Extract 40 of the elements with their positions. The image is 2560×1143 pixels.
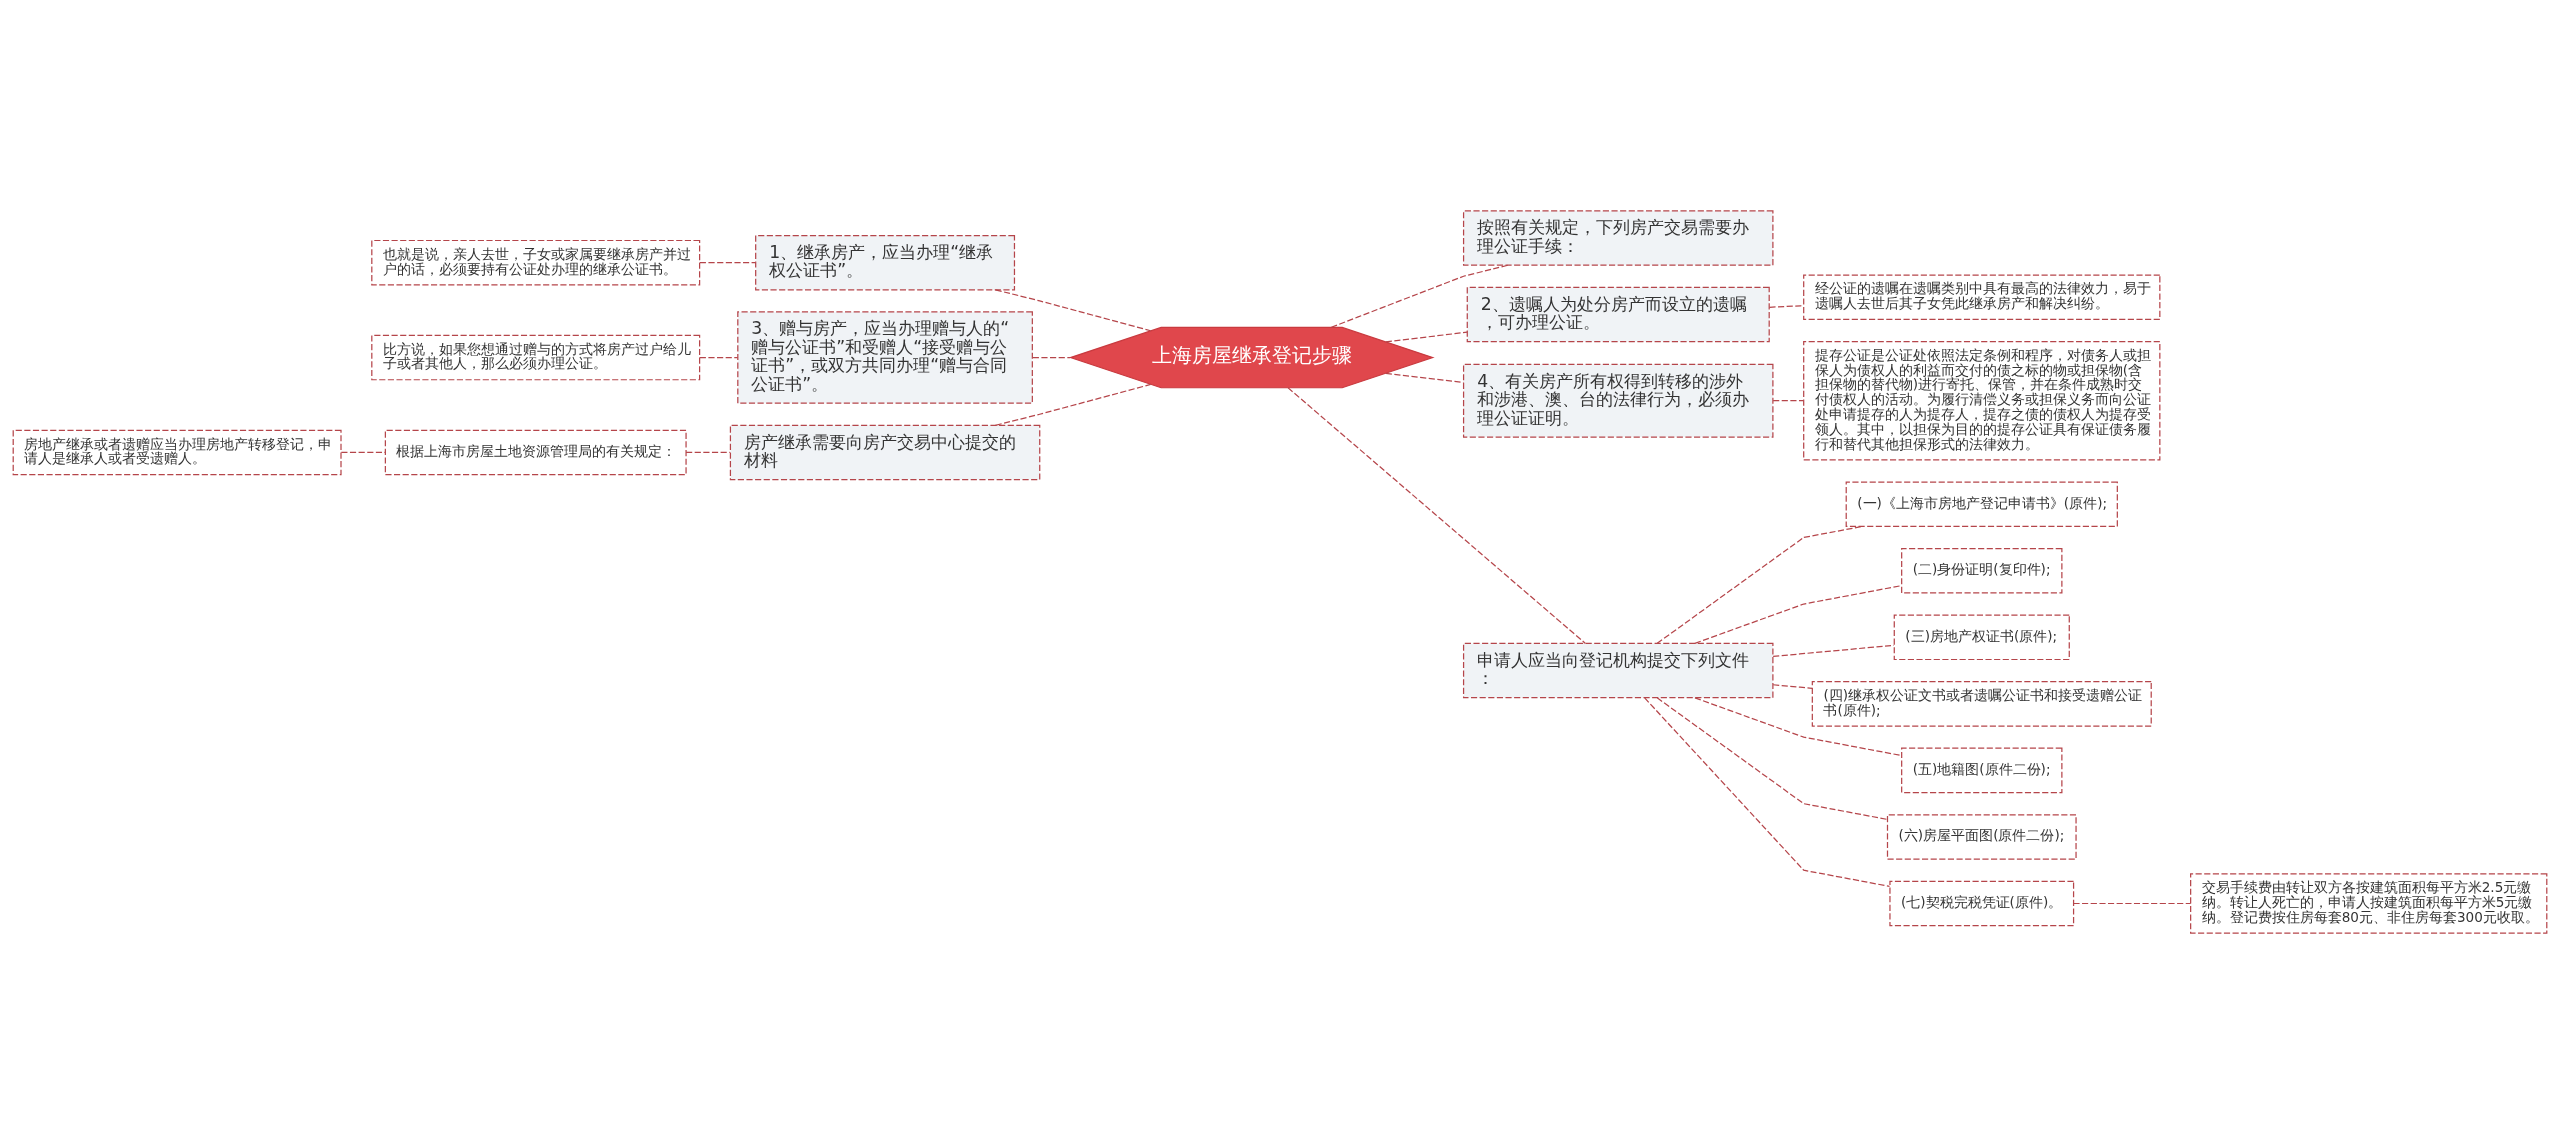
node-box: 交易手续费由转让双方各按建筑面积每平方米2.5元缴纳。转让人死亡的，申请人按建筑面积每平方米5元缴纳。登记费按住房每套80元、非住房每套300元收取。 <box>2190 872 2548 934</box>
connector <box>994 288 1152 331</box>
node-box: 1、继承房产，应当办理“继承权公证书”。 <box>755 234 1016 290</box>
node-box: 经公证的遗嘱在遗嘱类别中具有最高的法律效力，易于遗嘱人去世后其子女凭此继承房产和解决纠纷。 <box>1803 273 2161 320</box>
connector <box>1644 696 1891 887</box>
connector <box>1768 304 1805 308</box>
node-box: 房地产继承或者遗赠应当办理房地产转移登记，申请人是继承人或者受遗赠人。 <box>12 429 342 475</box>
node-box: 房产继承需要向房产交易中心提交的材料 <box>729 424 1041 480</box>
node-box: (一)《上海市房地产登记申请书》(原件); <box>1845 480 2118 527</box>
connector <box>1772 683 1813 689</box>
connector <box>1694 696 1903 756</box>
connector <box>1694 584 1903 644</box>
node-box: 按照有关规定，下列房产交易需要办理公证手续： <box>1462 209 1774 266</box>
node-box: 2、遗嘱人为处分房产而设立的遗嘱，可办理公证。 <box>1466 286 1770 342</box>
connector <box>1656 525 1864 644</box>
node-box: 4、有关房产所有权得到转移的涉外和涉港、澳、台的法律行为，必须办理公证证明。 <box>1462 363 1774 438</box>
connector <box>1385 331 1468 342</box>
connector <box>1287 386 1587 644</box>
connector <box>685 451 731 453</box>
connector <box>1656 696 1889 820</box>
connector <box>699 261 756 263</box>
node-box: 比方说，如果您想通过赠与的方式将房产过户给儿子或者其他人，那么必须办理公证。 <box>371 334 701 380</box>
node-box: (七)契税完税凭证(原件)。 <box>1889 880 2075 926</box>
node-box: 提存公证是公证处依照法定条例和程序，对债务人或担保人为债权人的利益而交付的债之标的物或担保物(含担保物的替代物)进行寄托、保管，并在条件成熟时交付债权人的活动。为履行清偿义务或担保义务而向公证处申请提存的人为提存人，提存之债的债权人为提存受领人。其中，以担保为目的的提存公证具有保证债务履行和替代其他担保形式的法律效力。 <box>1803 340 2161 460</box>
node-box: (六)房屋平面图(原件二份); <box>1886 813 2077 860</box>
connector <box>340 451 386 453</box>
node-box: (四)继承权公证文书或者遗嘱公证书和接受遗赠公证书(原件); <box>1811 680 2152 727</box>
node-box: 也就是说，亲人去世，子女或家属要继承房产并过户的话，必须要持有公证处办理的继承公证书。 <box>371 239 701 285</box>
node-box: 3、赠与房产，应当办理赠与人的“赠与公证书”和受赠人“接受赠与公证书”，或双方共同办理“赠与合同公证书”。 <box>737 310 1033 404</box>
node-box: 申请人应当向登记机构提交下列文件： <box>1462 642 1774 698</box>
connector <box>1385 372 1464 383</box>
connector <box>1772 399 1804 401</box>
node-box: (五)地籍图(原件二份); <box>1901 747 2063 793</box>
connector <box>2073 902 2192 904</box>
connector <box>1772 644 1895 657</box>
node-box: (二)身份证明(复印件); <box>1901 547 2063 594</box>
node-box: 根据上海市房屋土地资源管理局的有关规定： <box>384 429 687 475</box>
connector <box>1032 356 1071 358</box>
connector <box>699 356 739 358</box>
node-box: (三)房地产权证书(原件); <box>1893 614 2070 660</box>
